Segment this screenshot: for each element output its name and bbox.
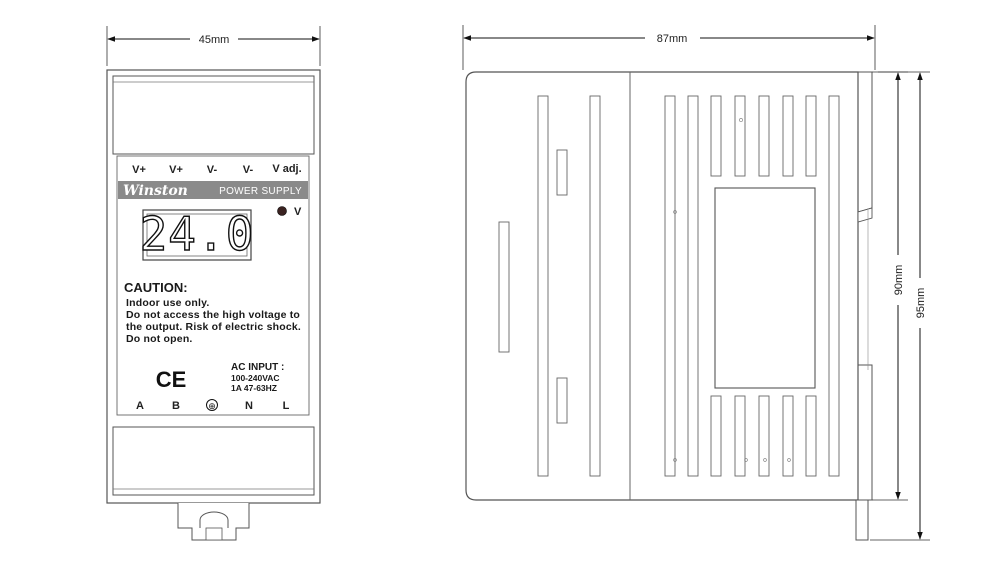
side-view: 87mm (462, 25, 930, 541)
ac-input-current-freq: 1A 47-63HZ (231, 383, 277, 393)
front-panel (116, 155, 310, 416)
caution-line: the output. Risk of electric shock. (126, 321, 301, 333)
ground-icon: ⊕ (206, 399, 218, 411)
caution-line: Do not open. (126, 333, 193, 345)
caution-title: CAUTION: (124, 280, 188, 295)
brand-logo: Winston (123, 183, 188, 199)
brand-band: Winston POWER SUPPLY (118, 181, 308, 199)
terminal-label: A (136, 400, 144, 412)
depth-dimension-label: 87mm (657, 33, 688, 45)
caution-line: Do not access the high voltage to (126, 309, 300, 321)
terminal-label: V- (243, 164, 254, 176)
right-vents (664, 95, 840, 477)
ac-input-spec: AC INPUT : 100-240VAC 1A 47-63HZ (231, 362, 284, 393)
top-terminal-labels: V+ V+ V- V- V adj. (132, 163, 302, 176)
depth-dimension: 87mm (462, 25, 876, 70)
height-dimension-outer: 95mm (870, 71, 930, 541)
voltage-indicator: V (277, 206, 302, 218)
caution-line: Indoor use only. (126, 297, 210, 309)
width-dimension-label: 45mm (199, 34, 230, 46)
rail-mount (855, 71, 873, 541)
led-icon (277, 206, 287, 216)
left-vents (498, 95, 601, 477)
ce-mark-icon: CE (156, 367, 187, 392)
ac-input-title: AC INPUT : (231, 362, 284, 373)
terminal-label: V+ (169, 164, 183, 176)
height-inner-label: 90mm (893, 265, 905, 296)
ac-input-voltage: 100-240VAC (231, 373, 280, 383)
din-clip (177, 503, 250, 541)
display-value: 24.0 (140, 207, 255, 261)
top-terminal-cover (112, 75, 315, 155)
terminal-label: B (172, 400, 180, 412)
terminal-label: V+ (132, 164, 146, 176)
front-view: 45mm V+ V+ V- V- V adj. Winston POWER SU… (106, 26, 321, 541)
indicator-label: V (294, 206, 302, 218)
width-dimension: 45mm (106, 26, 321, 66)
svg-text:⊕: ⊕ (208, 401, 216, 411)
bottom-terminal-cover (112, 426, 315, 496)
side-label-area (714, 187, 816, 389)
bottom-terminal-labels: A B ⊕ N L (136, 399, 290, 412)
height-outer-label: 95mm (915, 288, 927, 319)
terminal-label: N (245, 400, 253, 412)
terminal-label: V- (207, 164, 218, 176)
caution-block: CAUTION: Indoor use only. Do not access … (124, 280, 301, 345)
terminal-label: L (283, 400, 290, 412)
terminal-label: V adj. (272, 163, 301, 175)
voltage-display: 24.0 (139, 206, 255, 261)
height-dimension-inner: 90mm (872, 71, 908, 501)
product-label: POWER SUPPLY (219, 186, 302, 197)
